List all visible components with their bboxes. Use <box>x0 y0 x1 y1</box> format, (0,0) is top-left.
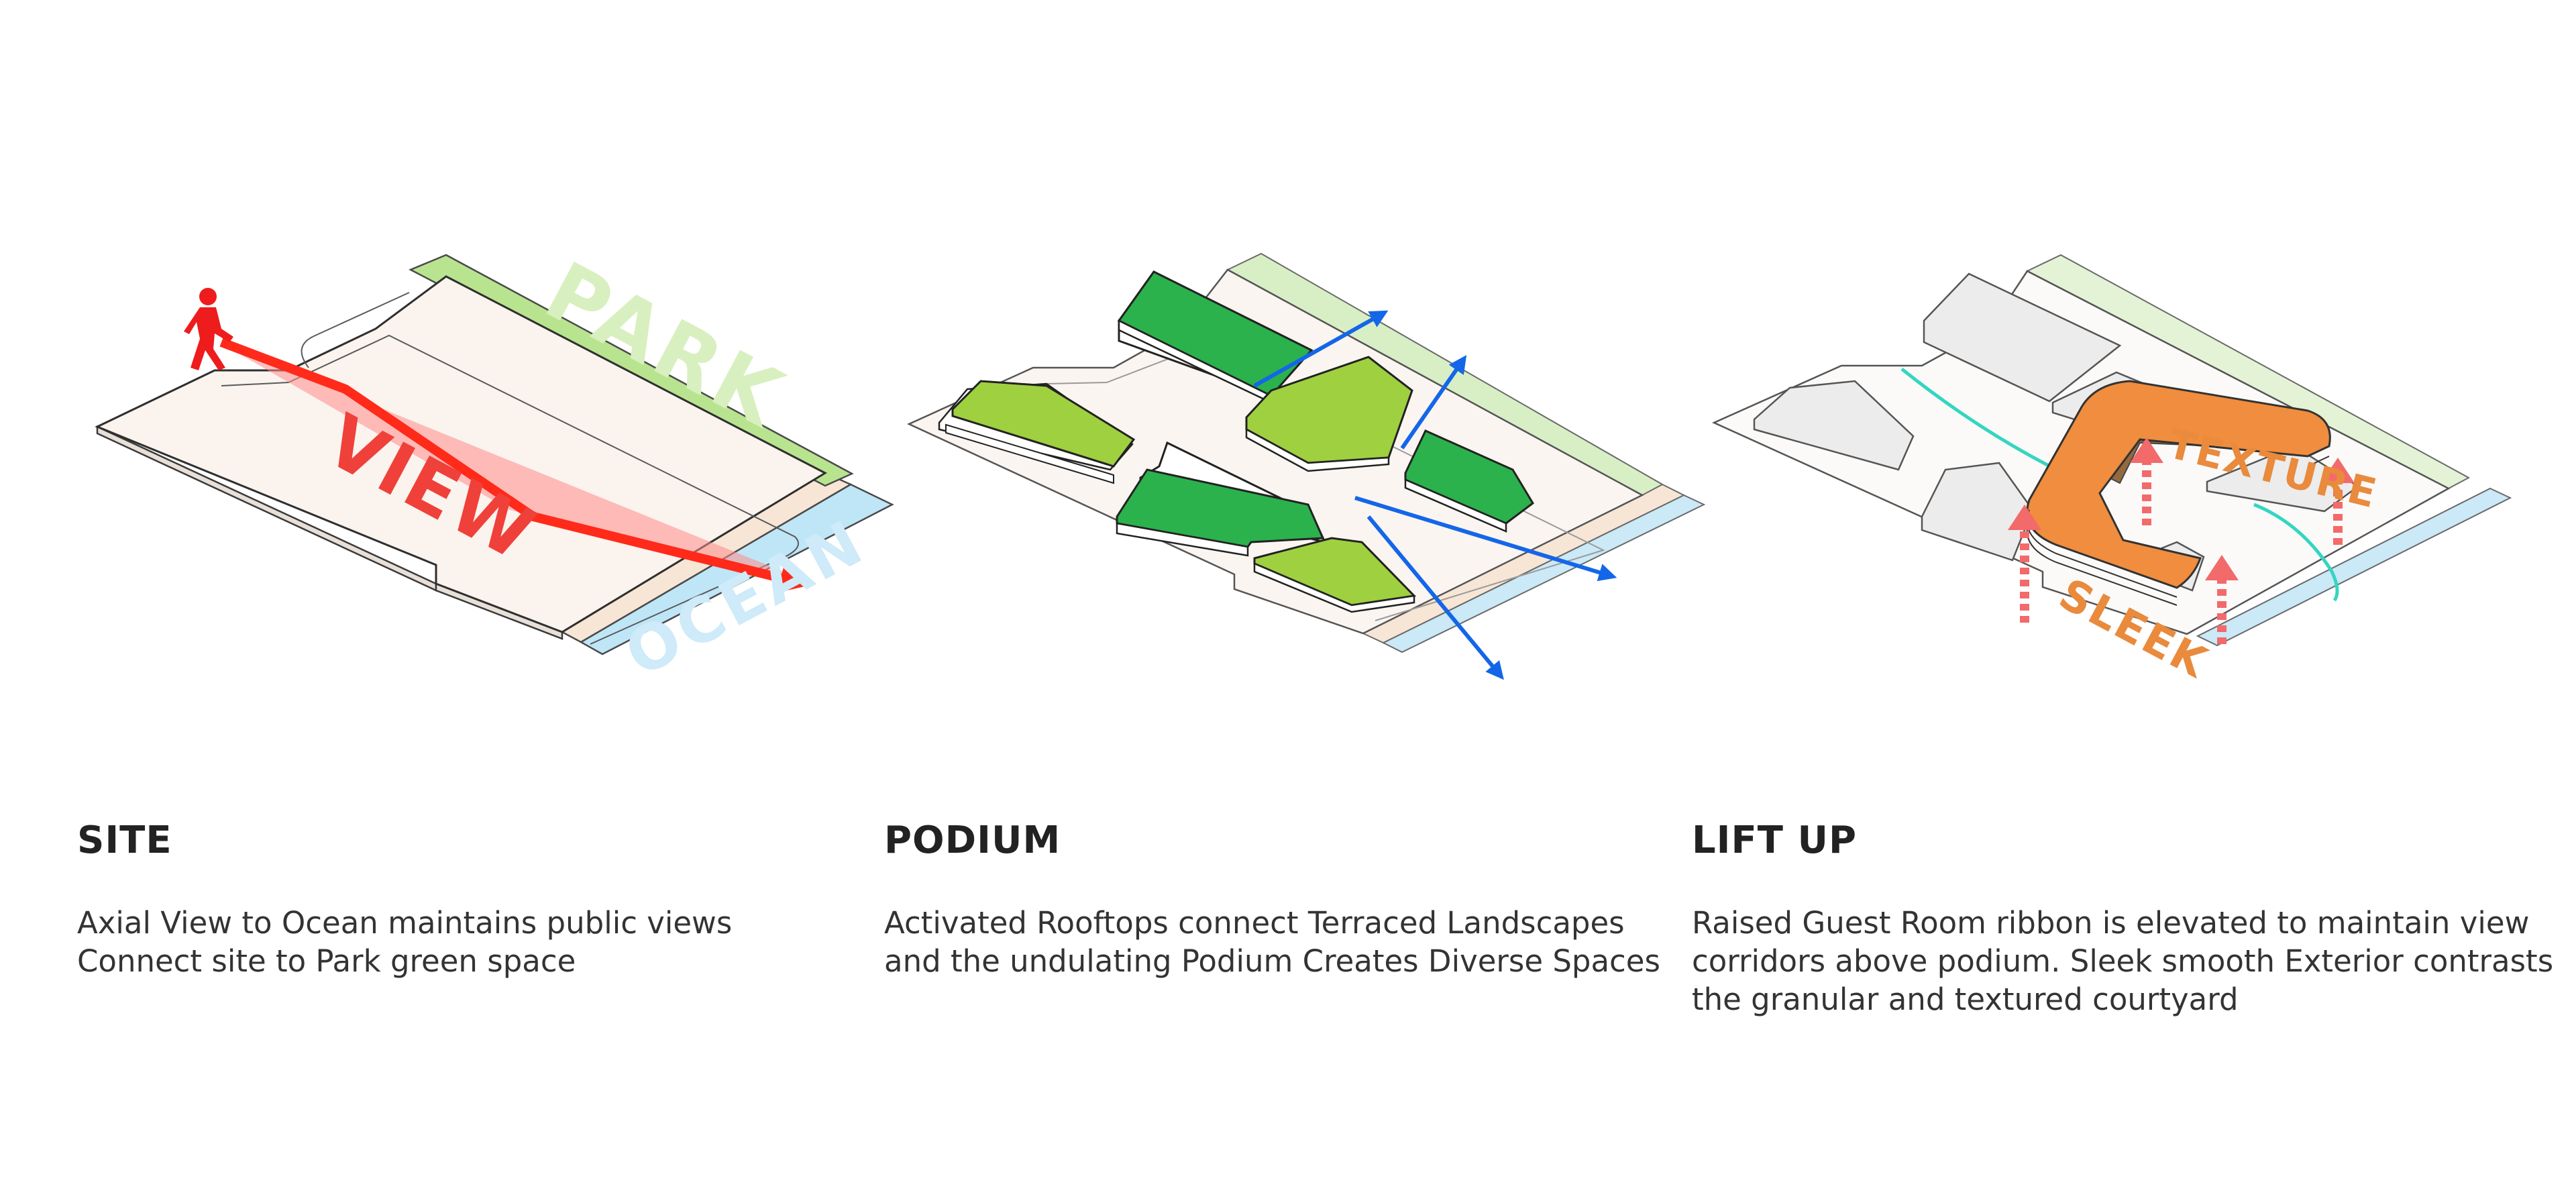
liftup-title: LIFT UP <box>1692 819 1857 862</box>
roof-light-2 <box>1245 356 1413 472</box>
roof-dark-2 <box>1116 441 1327 557</box>
site-title: SITE <box>77 819 172 862</box>
site-park-strip <box>409 254 854 487</box>
roof-light-1 <box>938 380 1136 484</box>
podium-blue-arrows <box>1253 310 1617 680</box>
roof-light-3 <box>1253 537 1417 613</box>
pedestrian-icon <box>184 288 233 370</box>
liftup-diagram: TEXTURE SLEEK <box>1711 254 2512 688</box>
liftup-ocean-strip <box>2196 487 2512 647</box>
podium-diagram <box>906 252 1706 680</box>
site-description: Axial View to Ocean maintains public vie… <box>77 905 733 979</box>
liftup-teal-path-2 <box>2253 503 2339 602</box>
liftup-ribbon <box>2026 380 2331 606</box>
liftup-grey-blocks <box>1753 272 2360 592</box>
liftup-description: Raised Guest Room ribbon is elevated to … <box>1692 905 2554 1017</box>
site-diagram: PARK VIEW OCEAN <box>95 245 894 690</box>
roof-dark-3 <box>1404 429 1534 533</box>
liftup-dashed-arrows <box>2020 463 2343 644</box>
podium-description: Activated Rooftops connect Terraced Land… <box>884 905 1660 979</box>
podium-title: PODIUM <box>884 819 1061 862</box>
site-view-arrow <box>219 337 810 593</box>
roof-dark-1 <box>1117 270 1313 404</box>
site-panel: SITE Axial View to Ocean maintains publi… <box>77 819 896 980</box>
podium-panel: PODIUM Activated Rooftops connect Terrac… <box>884 819 1703 980</box>
liftup-panel: LIFT UP Raised Guest Room ribbon is elev… <box>1692 819 2564 1018</box>
